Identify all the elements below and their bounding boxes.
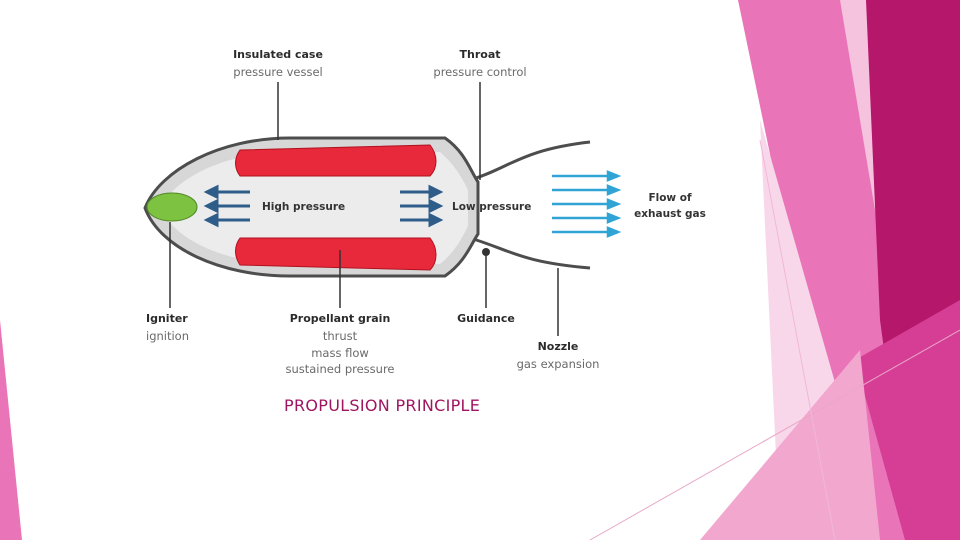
guidance-title: Guidance bbox=[457, 312, 515, 325]
nozzle-upper-wall bbox=[469, 140, 591, 182]
propellant-title: Propellant grain bbox=[290, 312, 391, 325]
high-pressure-label: High pressure bbox=[262, 201, 345, 213]
propellant-grain-top bbox=[235, 144, 437, 177]
propellant-sub3: sustained pressure bbox=[285, 362, 394, 376]
igniter-icon bbox=[146, 192, 198, 222]
exhaust-label-line1: Flow of bbox=[648, 192, 692, 204]
throat-sub: pressure control bbox=[433, 65, 526, 79]
propellant-sub2: mass flow bbox=[311, 346, 369, 360]
nozzle-sub: gas expansion bbox=[517, 357, 600, 371]
nozzle-title: Nozzle bbox=[538, 340, 579, 353]
exhaust-label-line2: exhaust gas bbox=[634, 208, 706, 220]
igniter-title: Igniter bbox=[146, 312, 188, 325]
leader-lines bbox=[169, 82, 559, 336]
throat-title: Throat bbox=[460, 48, 501, 61]
nozzle-lower-wall bbox=[469, 236, 591, 270]
high-pressure-arrows bbox=[203, 184, 250, 228]
low-pressure-arrows bbox=[400, 184, 444, 228]
combustion-chamber bbox=[160, 152, 468, 264]
guidance-marker bbox=[482, 248, 490, 256]
low-pressure-label: Low pressure bbox=[452, 201, 531, 213]
rocket-diagram: Insulated case pressure vessel Throat pr… bbox=[120, 40, 720, 376]
insulated-case-title: Insulated case bbox=[233, 48, 323, 61]
exhaust-arrows bbox=[552, 170, 622, 238]
slide-caption: PROPULSION PRINCIPLE bbox=[284, 396, 481, 415]
propellant-grain-bottom bbox=[235, 237, 437, 271]
propellant-sub1: thrust bbox=[323, 329, 358, 343]
insulated-case-sub: pressure vessel bbox=[233, 65, 322, 79]
igniter-sub: ignition bbox=[146, 329, 189, 343]
